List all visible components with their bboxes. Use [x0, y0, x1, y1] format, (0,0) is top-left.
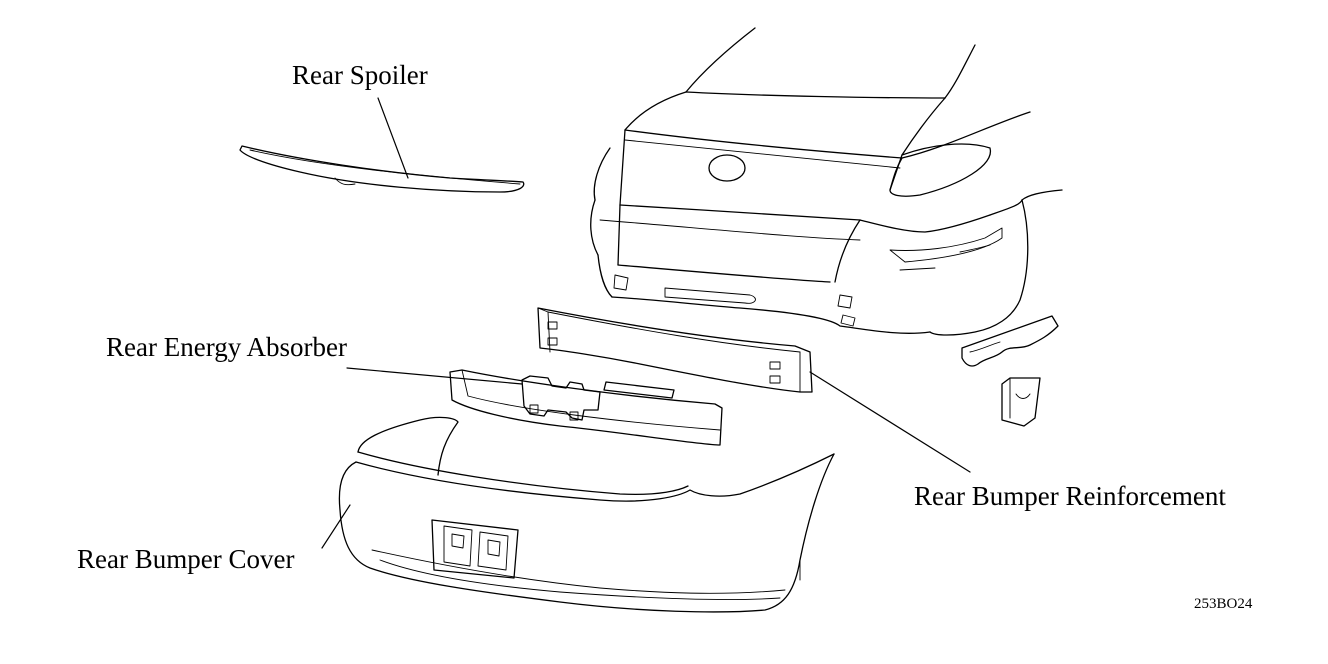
label-rear-bumper-reinforcement: Rear Bumper Reinforcement — [914, 481, 1226, 511]
leader-rear-bumper-reinforcement — [809, 371, 971, 473]
label-rear-bumper-cover: Rear Bumper Cover — [77, 544, 295, 574]
bumper-retainer-part — [961, 315, 1059, 367]
emblem-shape — [708, 154, 746, 182]
rear-bumper-cover-part — [338, 416, 835, 613]
car-rear-body — [590, 27, 1063, 336]
bumper-bracket-part — [1001, 377, 1041, 427]
label-rear-energy-absorber: Rear Energy Absorber — [106, 332, 347, 362]
figure-code: 253BO24 — [1194, 596, 1253, 612]
rear-spoiler-part — [239, 145, 525, 193]
leader-rear-spoiler — [377, 97, 409, 179]
label-rear-spoiler: Rear Spoiler — [292, 60, 428, 90]
rear-energy-absorber-part — [449, 369, 723, 446]
leader-rear-energy-absorber — [346, 367, 523, 385]
rear-bumper-reinforcement-part — [537, 307, 813, 393]
leader-rear-bumper-cover — [321, 504, 351, 549]
